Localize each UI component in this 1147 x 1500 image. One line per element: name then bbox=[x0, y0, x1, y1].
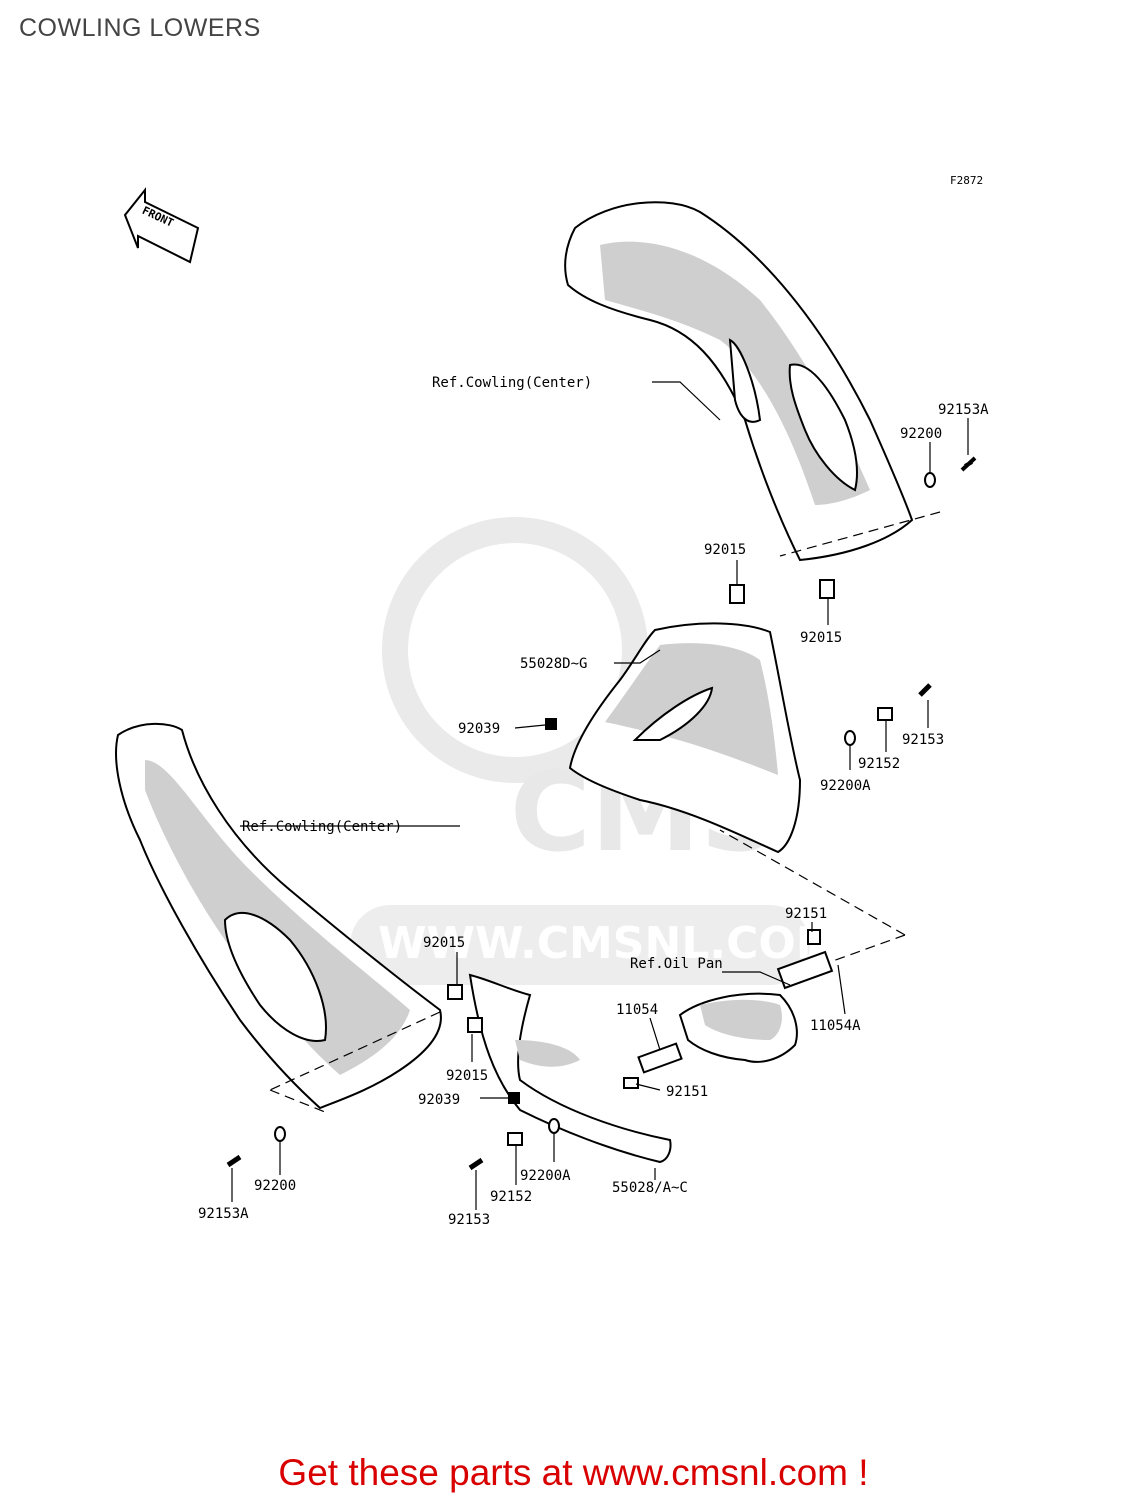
label-55028-A-C: 55028/A~C bbox=[612, 1180, 688, 1196]
label-92015-c: 92015 bbox=[423, 935, 465, 951]
label-92153-bottom: 92153 bbox=[448, 1212, 490, 1228]
oil-pan bbox=[637, 950, 834, 1074]
label-92152-bottom: 92152 bbox=[490, 1189, 532, 1205]
washer-icon bbox=[844, 730, 856, 746]
nut-icon bbox=[545, 718, 557, 730]
bolt-icon bbox=[960, 456, 977, 472]
bolt-icon bbox=[623, 1077, 639, 1089]
front-arrow-icon: FRONT bbox=[123, 187, 200, 264]
label-92039-b: 92039 bbox=[418, 1092, 460, 1108]
watermark-url: WWW.CMSNL.COM bbox=[378, 918, 840, 969]
label-92153-right: 92153 bbox=[902, 732, 944, 748]
label-ref-cowling-center-left: Ref.Cowling(Center) bbox=[242, 819, 402, 835]
label-92200-bottom: 92200 bbox=[254, 1178, 296, 1194]
grommet-icon bbox=[467, 1017, 483, 1033]
label-92015-d: 92015 bbox=[446, 1068, 488, 1084]
leader-lines bbox=[231, 381, 969, 1210]
bolt-icon bbox=[807, 929, 821, 945]
grommet-icon bbox=[729, 584, 745, 604]
label-92015-b: 92015 bbox=[800, 630, 842, 646]
label-92151-b: 92151 bbox=[666, 1084, 708, 1100]
left-cowling-center bbox=[115, 722, 442, 1110]
page-title: COWLING LOWERS bbox=[19, 14, 261, 42]
damper-icon bbox=[507, 1132, 523, 1146]
washer-icon bbox=[924, 472, 936, 488]
assembly-lines bbox=[269, 511, 941, 1113]
lower-right-panel bbox=[568, 622, 802, 854]
label-92152-right: 92152 bbox=[858, 756, 900, 772]
nut-icon bbox=[508, 1092, 520, 1104]
grommet-icon bbox=[447, 984, 463, 1000]
figure-code: F2872 bbox=[950, 174, 983, 187]
bolt-icon bbox=[226, 1154, 242, 1168]
label-55028D-G: 55028D~G bbox=[520, 656, 587, 672]
washer-icon bbox=[274, 1126, 286, 1142]
label-92200A-right: 92200A bbox=[820, 778, 871, 794]
label-92151-a: 92151 bbox=[785, 906, 827, 922]
label-11054: 11054 bbox=[616, 1002, 658, 1018]
label-92153A-top: 92153A bbox=[938, 402, 989, 418]
label-92200A-bottom: 92200A bbox=[520, 1168, 571, 1184]
damper-icon bbox=[877, 707, 893, 721]
grommet-icon bbox=[819, 579, 835, 599]
label-92015-a: 92015 bbox=[704, 542, 746, 558]
bolt-icon bbox=[918, 683, 932, 697]
bolt-icon bbox=[468, 1157, 484, 1171]
label-ref-cowling-center-top: Ref.Cowling(Center) bbox=[432, 375, 592, 391]
label-92039-a: 92039 bbox=[458, 721, 500, 737]
washer-icon bbox=[548, 1118, 560, 1134]
label-92200-top: 92200 bbox=[900, 426, 942, 442]
label-ref-oil-pan: Ref.Oil Pan bbox=[630, 956, 723, 972]
fasteners bbox=[226, 456, 977, 1171]
upper-cowling-center bbox=[564, 201, 914, 562]
label-92153A-bottom: 92153A bbox=[198, 1206, 249, 1222]
footer-link[interactable]: Get these parts at www.cmsnl.com ! bbox=[278, 1452, 869, 1493]
label-11054A: 11054A bbox=[810, 1018, 861, 1034]
part-labels: Ref.Cowling(Center) 92153A 92200 92015 9… bbox=[198, 375, 989, 1228]
